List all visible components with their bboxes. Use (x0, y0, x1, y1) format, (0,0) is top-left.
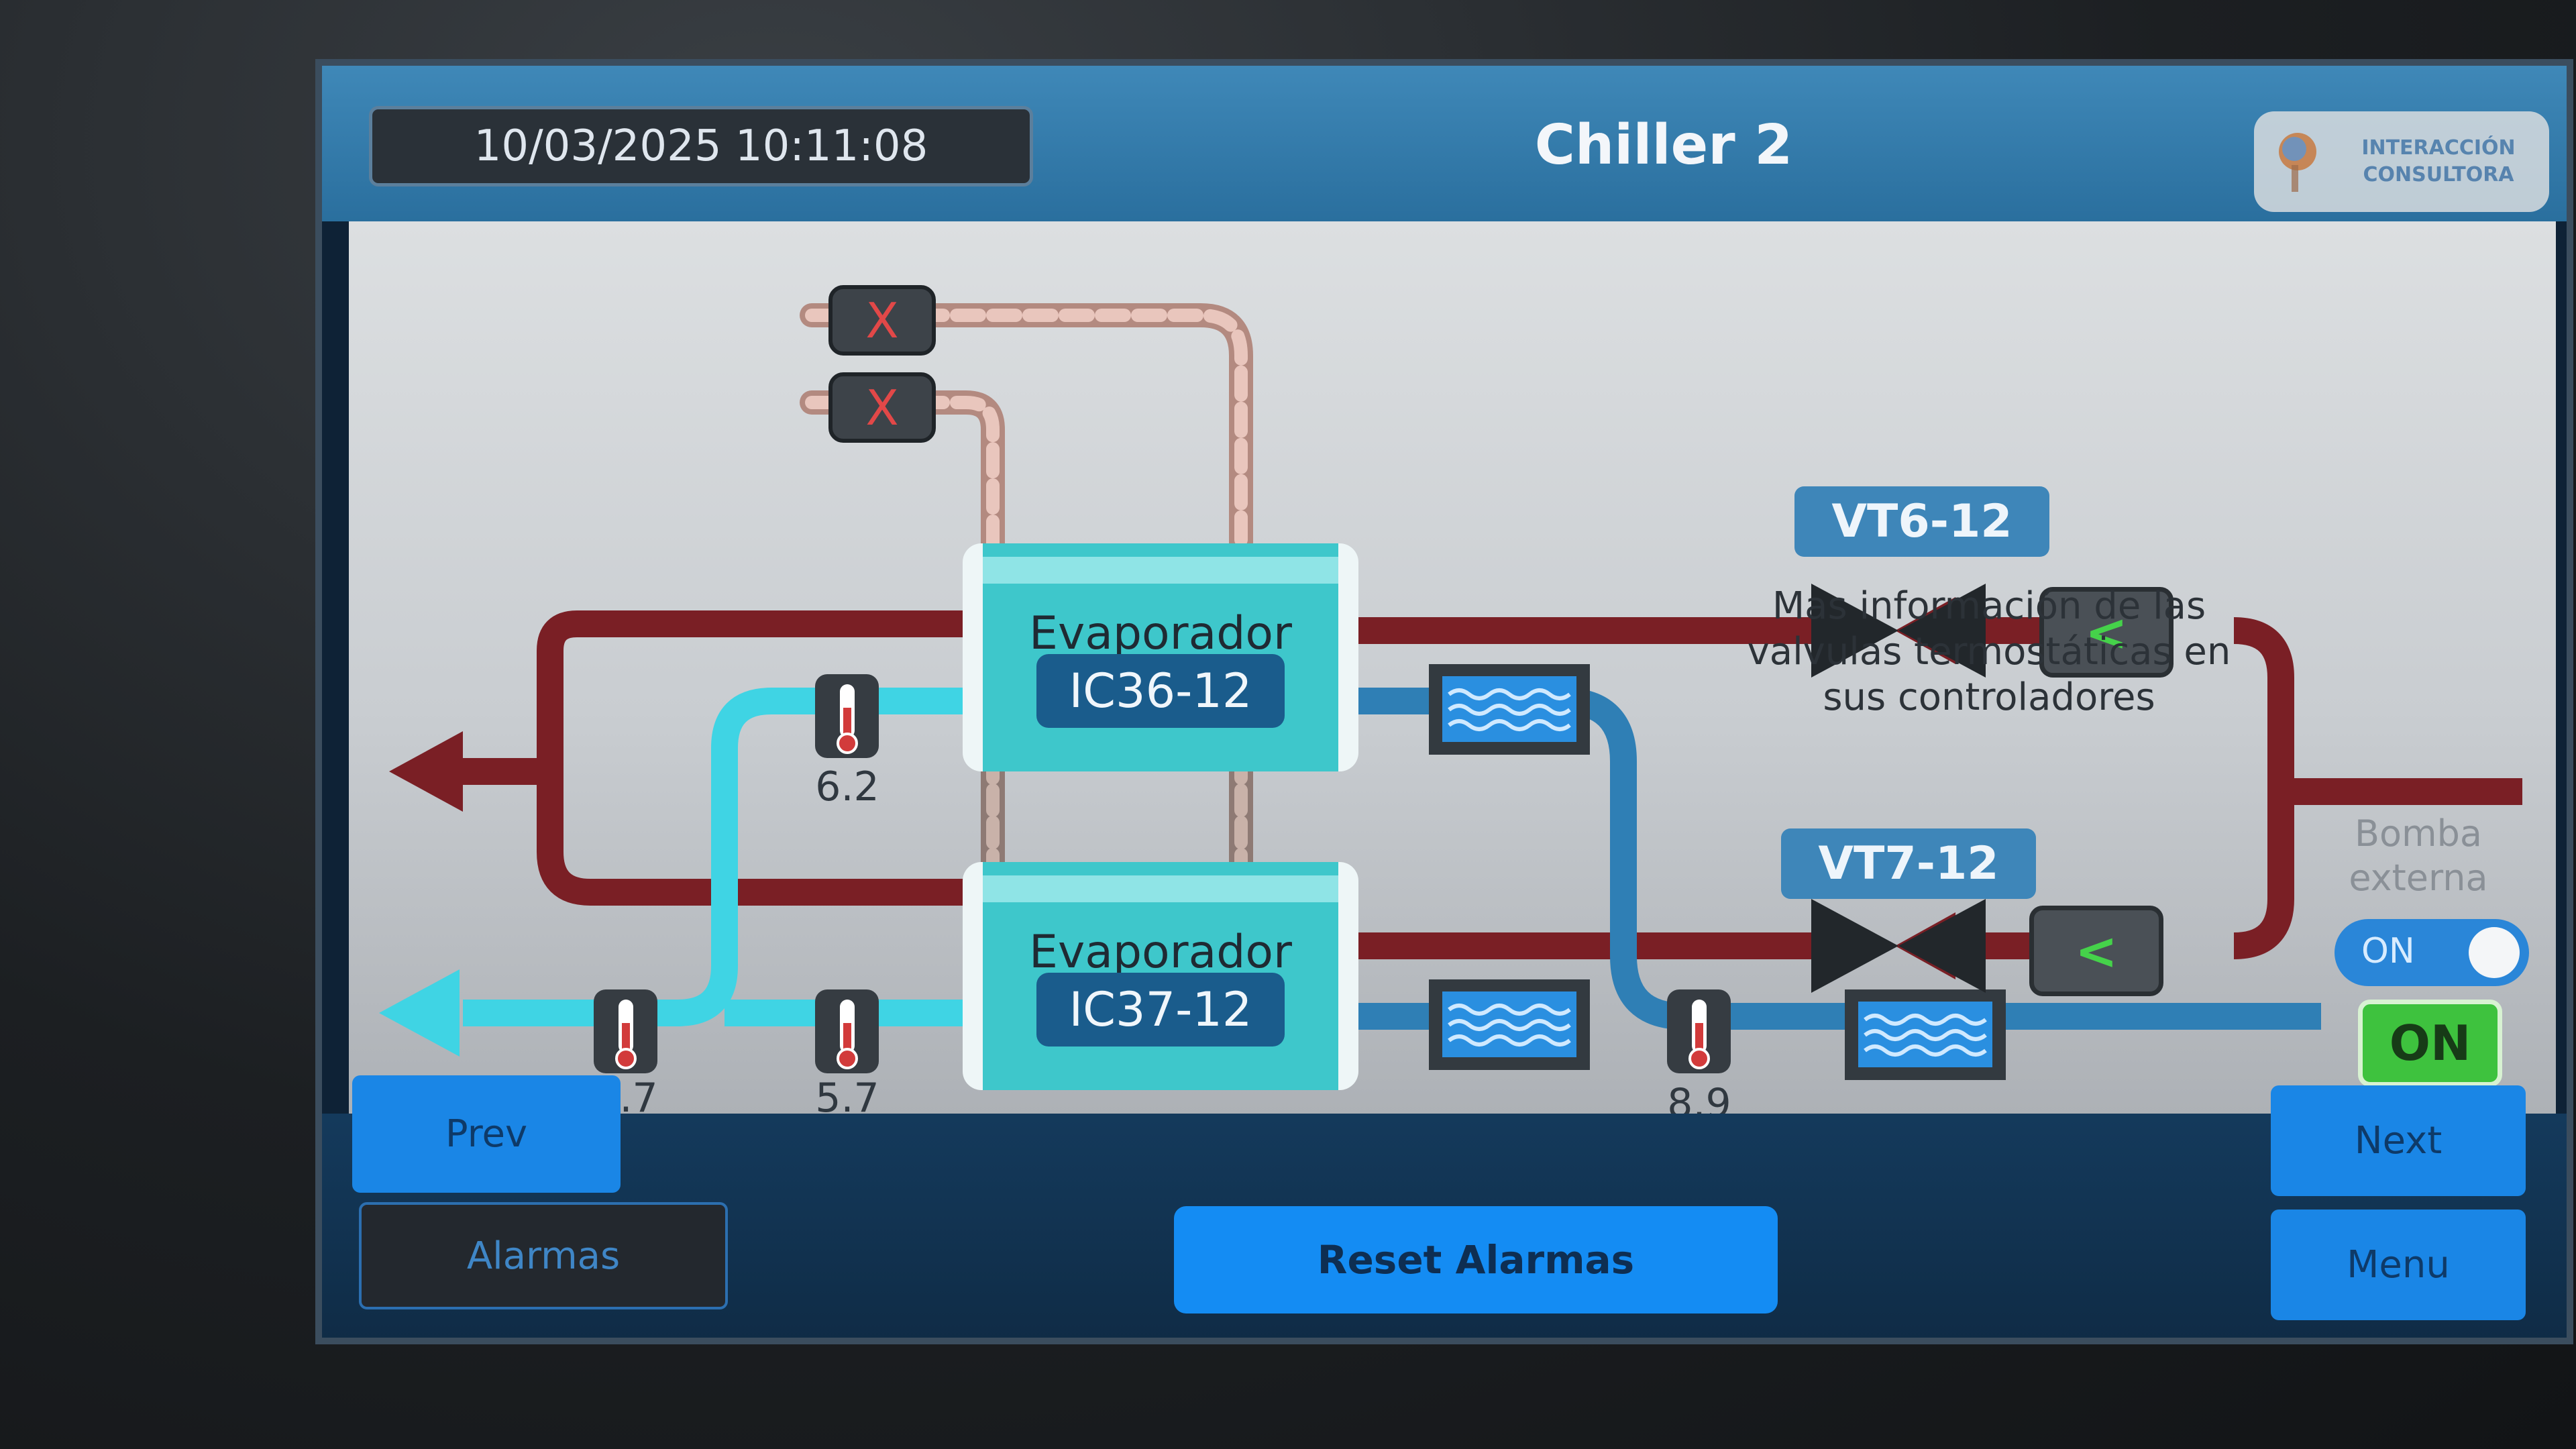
process-diagram-panel: X X Evaporador IC36-12 Evaporador IC37-1… (349, 221, 2556, 1127)
header-bar: 10/03/2025 10:11:08 Chiller 2 INTERACCIÓ… (322, 66, 2567, 221)
toggle-label: ON (2361, 931, 2415, 971)
piping-diagram (379, 303, 2522, 1090)
prev-button[interactable]: Prev (352, 1075, 621, 1193)
evaporator-code: IC36-12 (1036, 654, 1285, 728)
arrow-left-icon: < (2085, 602, 2128, 662)
hot-water-lines (456, 610, 2522, 959)
thermometer-icon (1667, 989, 1731, 1073)
thermometer-icon (815, 989, 879, 1073)
evaporator-ic36: Evaporador IC36-12 (963, 543, 1358, 771)
valve-vt7-direction-button[interactable]: < (2029, 906, 2163, 996)
alarmas-button[interactable]: Alarmas (359, 1202, 728, 1309)
note-line: sus controladores (1823, 676, 2155, 719)
inactive-pipes (800, 303, 1253, 891)
evaporator-code: IC37-12 (1036, 973, 1285, 1046)
note-line: valvulas termostáticas en (1747, 630, 2231, 674)
evaporator-label: Evaporador (1029, 926, 1292, 979)
compressor-status-1[interactable]: X (828, 285, 936, 356)
hmi-screen: 10/03/2025 10:11:08 Chiller 2 INTERACCIÓ… (315, 59, 2573, 1344)
external-pump-toggle[interactable]: ON (2334, 919, 2529, 986)
heat-exchanger-icon (1429, 979, 1590, 1070)
reset-alarmas-button[interactable]: Reset Alarmas (1174, 1206, 1778, 1313)
page-title: Chiller 2 (1534, 113, 1793, 177)
external-pump-label: Bomba externa (2334, 812, 2502, 900)
logo-text: INTERACCIÓN CONSULTORA (2361, 136, 2516, 186)
pump-on-button[interactable]: ON (2358, 1000, 2502, 1087)
valve-vt6-icon (1811, 584, 1986, 678)
x-icon: X (865, 379, 899, 436)
note-line: Mas información de las (1772, 584, 2206, 628)
company-logo: INTERACCIÓN CONSULTORA (2254, 111, 2549, 212)
logo-mark-icon (2279, 133, 2316, 192)
x-icon: X (865, 292, 899, 349)
valve-info-note: Mas información de las valvulas termostá… (1680, 584, 2298, 720)
valve-tag-vt7: VT7-12 (1781, 828, 2036, 899)
valve-vt6-direction-button[interactable]: < (2039, 587, 2174, 678)
thermometer-icon (594, 989, 657, 1073)
pump-label-line: Bomba (2354, 812, 2483, 855)
valve-vt7-icon (1811, 899, 1986, 993)
temperature-value: 6.2 (815, 763, 879, 810)
heat-exchanger-icon (1429, 664, 1590, 755)
datetime-display: 10/03/2025 10:11:08 (369, 106, 1033, 186)
thermometer-icon (815, 674, 879, 758)
evaporator-ic37: Evaporador IC37-12 (963, 862, 1358, 1090)
pump-label-line: externa (2349, 857, 2488, 899)
chilled-water-arrow (379, 969, 460, 1057)
menu-button[interactable]: Menu (2271, 1210, 2526, 1320)
heat-exchanger-icon (1845, 989, 2006, 1080)
evaporator-label: Evaporador (1029, 607, 1292, 660)
valve-tag-vt6: VT6-12 (1794, 486, 2049, 557)
compressor-status-2[interactable]: X (828, 372, 936, 443)
arrow-left-icon: < (2075, 921, 2118, 981)
toggle-knob (2469, 927, 2520, 978)
next-button[interactable]: Next (2271, 1085, 2526, 1196)
